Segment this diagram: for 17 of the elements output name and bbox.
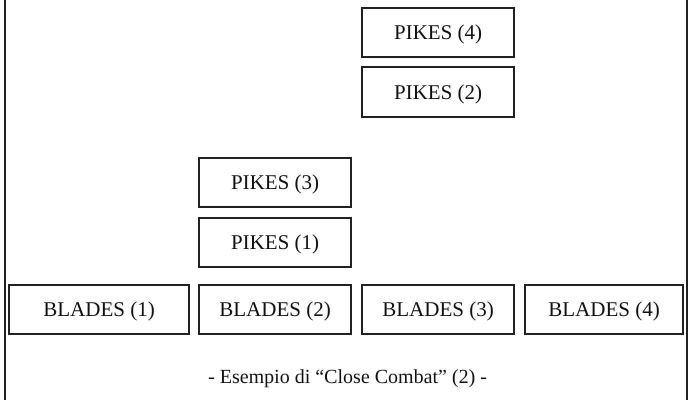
unit-box: [361, 66, 515, 118]
unit-label: PIKES (4): [394, 20, 482, 45]
unit-box: [524, 284, 684, 335]
unit-label: PIKES (3): [230, 170, 320, 195]
unit-box: [198, 284, 352, 335]
unit-label: BLADES (2): [219, 297, 331, 322]
unit-label: BLADES (1): [43, 297, 155, 322]
unit-box: [361, 7, 515, 58]
unit-label: BLADES (3): [382, 297, 494, 322]
caption: - Esempio di “Close Combat” (2) -: [208, 366, 487, 388]
unit-box: [198, 217, 352, 268]
unit-label: PIKES (2): [394, 80, 482, 104]
unit-label: BLADES (4): [548, 297, 660, 322]
unit-label: PIKES (1): [230, 230, 320, 255]
unit-box: [361, 284, 515, 335]
unit-box: [198, 157, 352, 208]
unit-box: [8, 284, 190, 335]
